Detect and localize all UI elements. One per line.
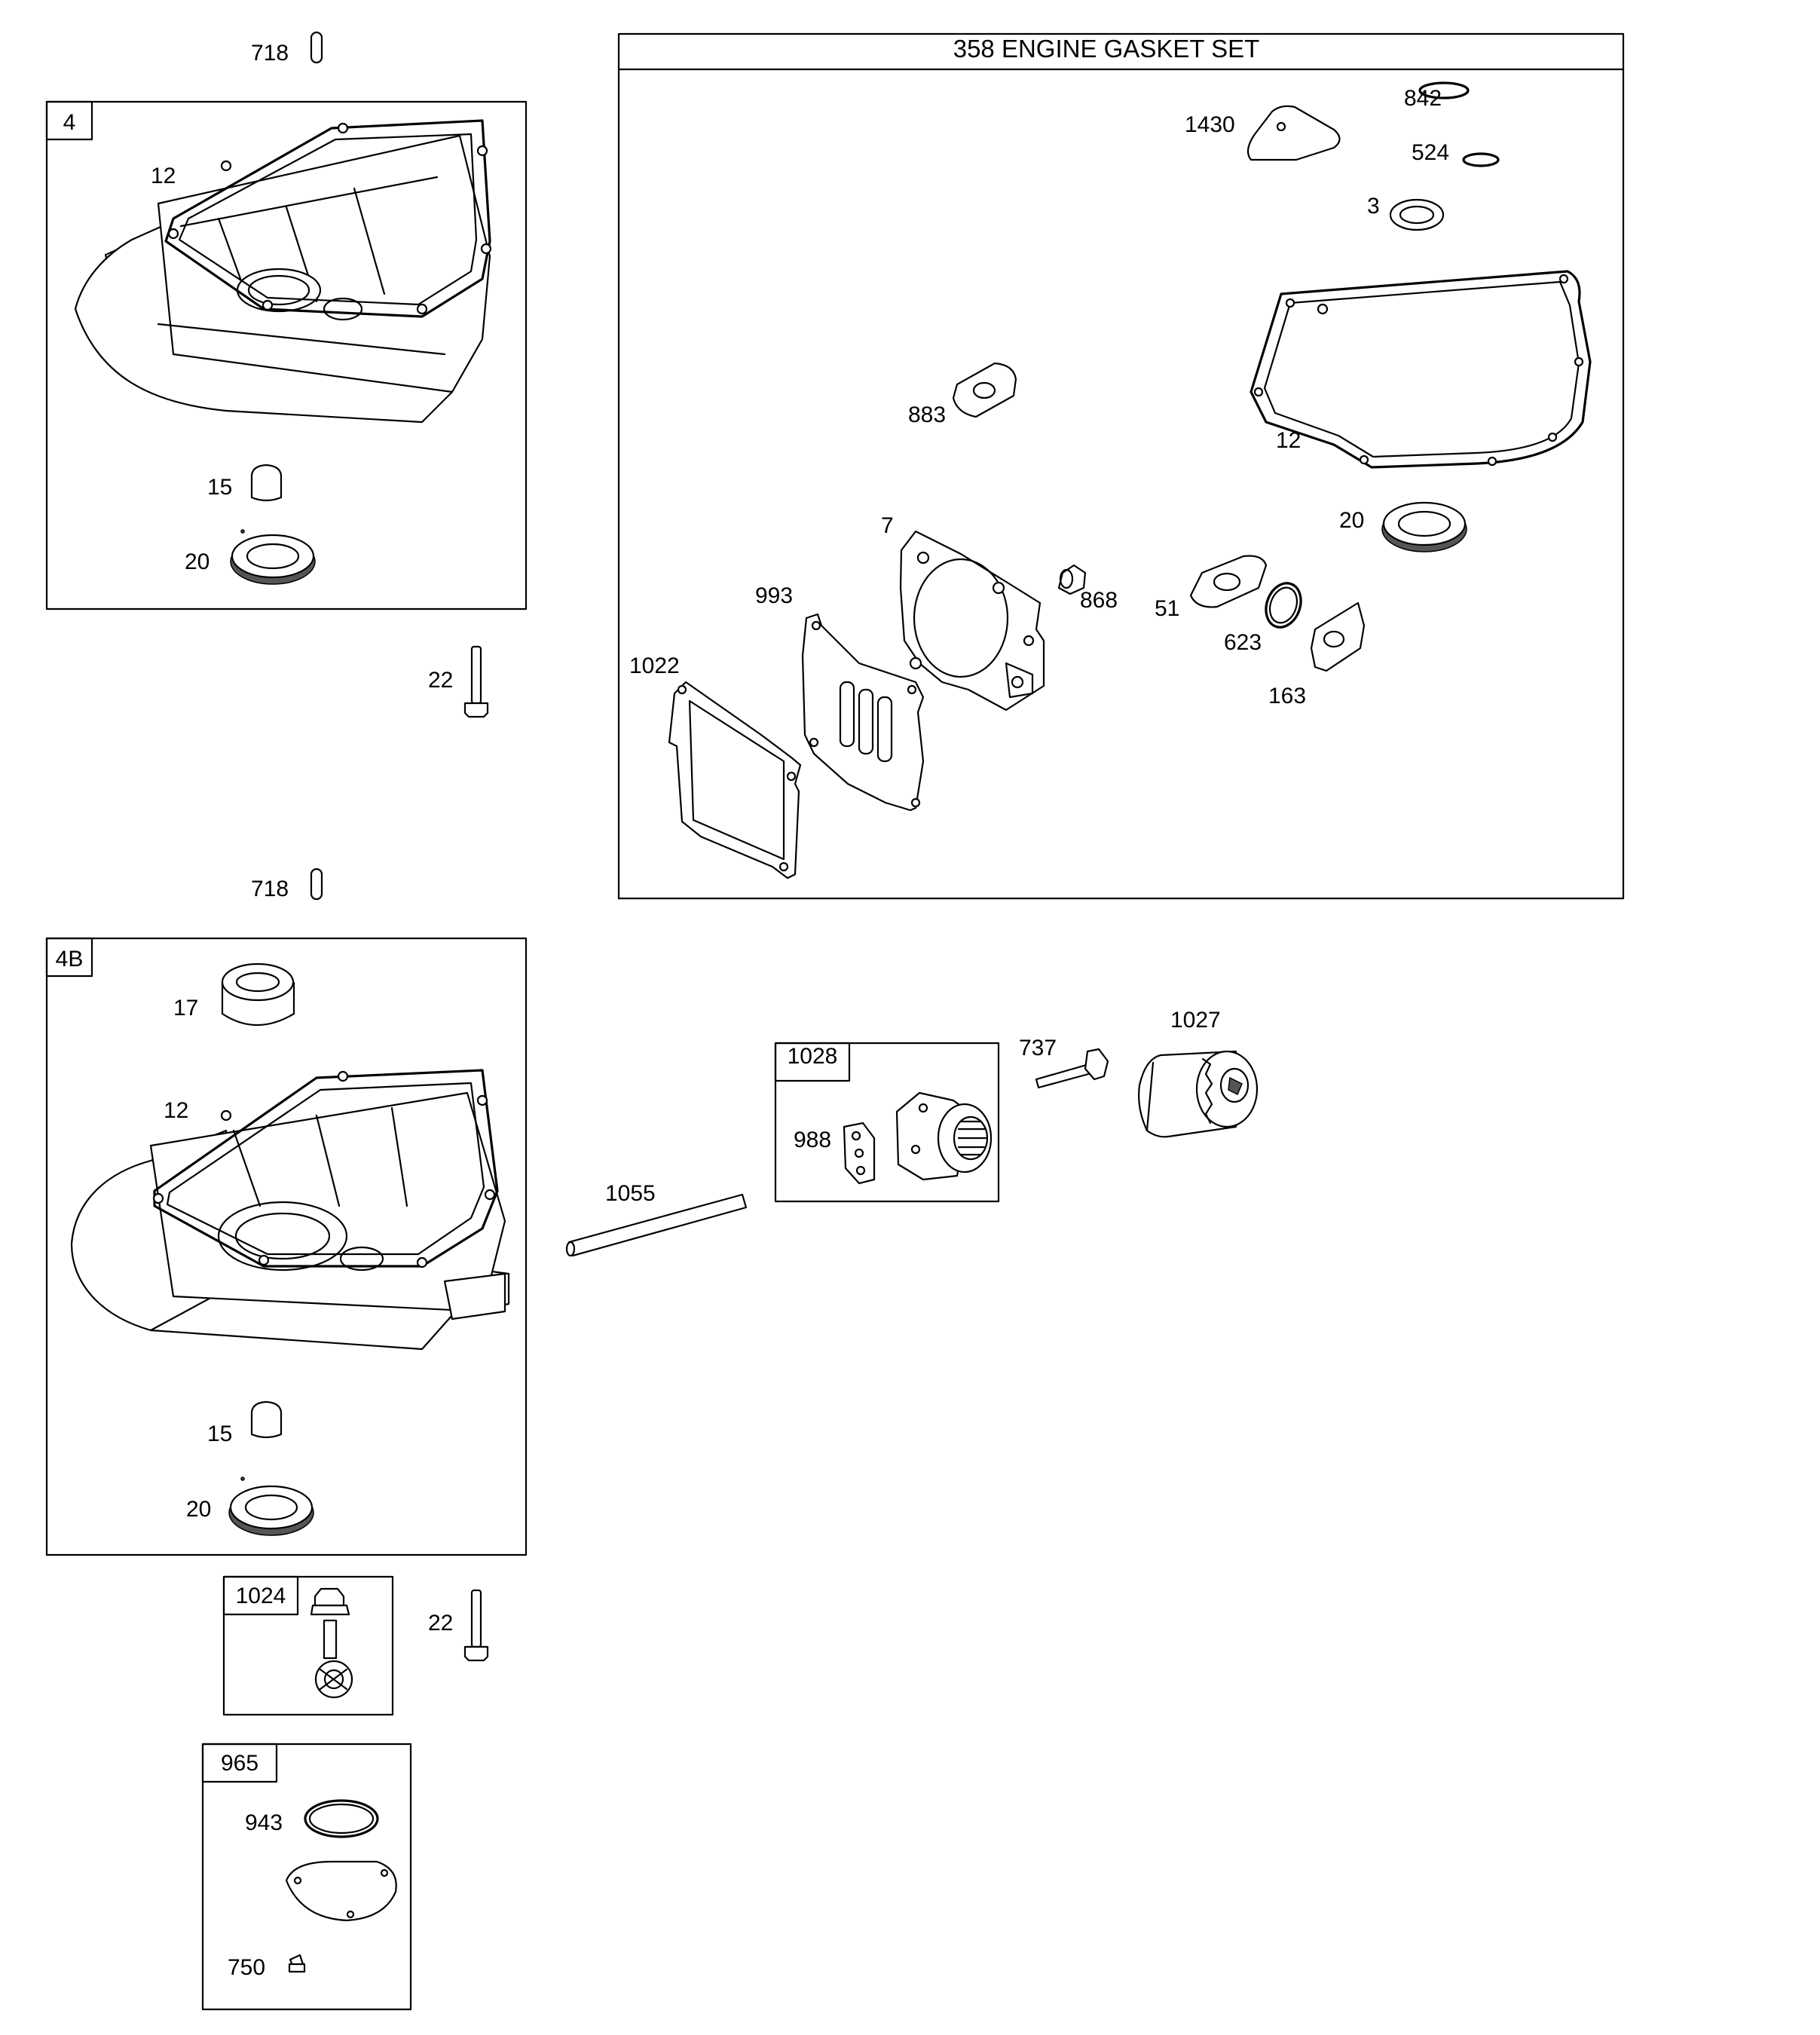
label-737: 737 xyxy=(1019,1036,1057,1060)
rocker-cover-gasket-1022 xyxy=(668,681,802,880)
oil-seal-3 xyxy=(1389,198,1445,231)
label-868: 868 xyxy=(1080,588,1118,613)
label-718-top: 718 xyxy=(251,41,289,66)
label-1027: 1027 xyxy=(1170,1008,1221,1033)
box-1028-tag xyxy=(774,1042,851,1082)
box-4-frame xyxy=(45,100,528,610)
dipstick-grommet-868 xyxy=(1057,564,1087,595)
label-20-box-4: 20 xyxy=(185,549,210,574)
o-ring-524 xyxy=(1462,152,1500,167)
gasket-163 xyxy=(1310,601,1366,672)
box-1028-number: 1028 xyxy=(788,1044,838,1069)
valve-cover-gasket-993 xyxy=(801,613,925,812)
box-1024-number: 1024 xyxy=(236,1584,286,1608)
breather-gasket-1430 xyxy=(1246,105,1341,161)
sump-drawing-4b xyxy=(70,1069,510,1351)
label-7: 7 xyxy=(881,513,894,538)
box-965-tag xyxy=(201,1743,278,1783)
bolt-737 xyxy=(1035,1048,1109,1089)
gasket-883 xyxy=(952,362,1017,418)
box-4b-frame xyxy=(45,937,528,1556)
gasket-set-frame xyxy=(617,32,1625,900)
o-ring-842 xyxy=(1418,81,1470,99)
label-750: 750 xyxy=(228,1955,265,1980)
frames xyxy=(45,32,1625,2011)
label-17: 17 xyxy=(173,996,198,1021)
box-4b-tag xyxy=(45,937,93,978)
label-623: 623 xyxy=(1224,630,1262,655)
oil-fill-cap-15-a xyxy=(250,464,283,502)
box-4-number: 4 xyxy=(63,110,76,135)
label-993: 993 xyxy=(755,583,793,608)
label-943: 943 xyxy=(245,1810,283,1835)
box-4b-number: 4B xyxy=(56,947,84,972)
o-ring-623 xyxy=(1265,582,1302,629)
bolt-22-a xyxy=(463,645,489,718)
gasket-set-title: 358 ENGINE GASKET SET xyxy=(953,35,1260,63)
label-20-box-4b: 20 xyxy=(186,1497,211,1522)
label-12-sump-4b: 12 xyxy=(164,1098,188,1123)
governor-gear-1024 xyxy=(310,1587,353,1699)
label-1430: 1430 xyxy=(1185,112,1235,137)
label-51: 51 xyxy=(1155,596,1179,621)
label-524: 524 xyxy=(1412,140,1449,165)
label-22-b: 22 xyxy=(428,1611,453,1636)
label-1022: 1022 xyxy=(629,653,680,678)
gasket-988 xyxy=(843,1122,876,1185)
label-15-box-4b: 15 xyxy=(207,1421,232,1446)
label-22-a: 22 xyxy=(428,668,453,693)
box-1028-frame xyxy=(774,1042,1000,1203)
box-965-number: 965 xyxy=(221,1751,258,1776)
filter-adapter-1028 xyxy=(895,1091,993,1181)
label-12-sump-4: 12 xyxy=(151,164,176,188)
label-883: 883 xyxy=(908,402,946,427)
label-718-mid: 718 xyxy=(251,877,289,901)
intake-gasket-51 xyxy=(1189,555,1268,608)
oil-seal-20-b xyxy=(228,1477,314,1536)
box-965-frame xyxy=(201,1743,412,2011)
label-163: 163 xyxy=(1268,684,1306,708)
oil-filter-1027 xyxy=(1138,1050,1259,1138)
oil-seal-20-a xyxy=(230,529,316,585)
sump-drawing-4 xyxy=(74,119,492,424)
box-1024-frame xyxy=(222,1575,394,1716)
box-1024-tag xyxy=(222,1575,299,1616)
label-15-box-4: 15 xyxy=(207,475,232,500)
dowel-pin-718-mid xyxy=(310,868,323,901)
bolt-22-b xyxy=(463,1589,489,1662)
sump-gasket-12 xyxy=(1250,270,1592,469)
cover-plate-965 xyxy=(285,1860,397,1922)
label-988: 988 xyxy=(794,1128,831,1152)
oil-seal-20-c xyxy=(1381,501,1467,552)
label-12-gasket-set: 12 xyxy=(1276,428,1301,453)
screw-750 xyxy=(288,1954,306,1973)
head-gasket-7 xyxy=(899,530,1045,711)
label-20-gasket-set: 20 xyxy=(1339,508,1364,533)
label-842: 842 xyxy=(1404,86,1442,111)
label-3: 3 xyxy=(1367,194,1380,219)
o-ring-943 xyxy=(304,1799,379,1838)
oil-fill-cap-15-b xyxy=(250,1400,283,1439)
tube-1055 xyxy=(565,1193,748,1257)
box-4-tag xyxy=(45,100,93,141)
label-1055: 1055 xyxy=(605,1181,656,1206)
dowel-pin-718-top xyxy=(310,31,323,64)
bearing-17 xyxy=(221,962,295,1026)
